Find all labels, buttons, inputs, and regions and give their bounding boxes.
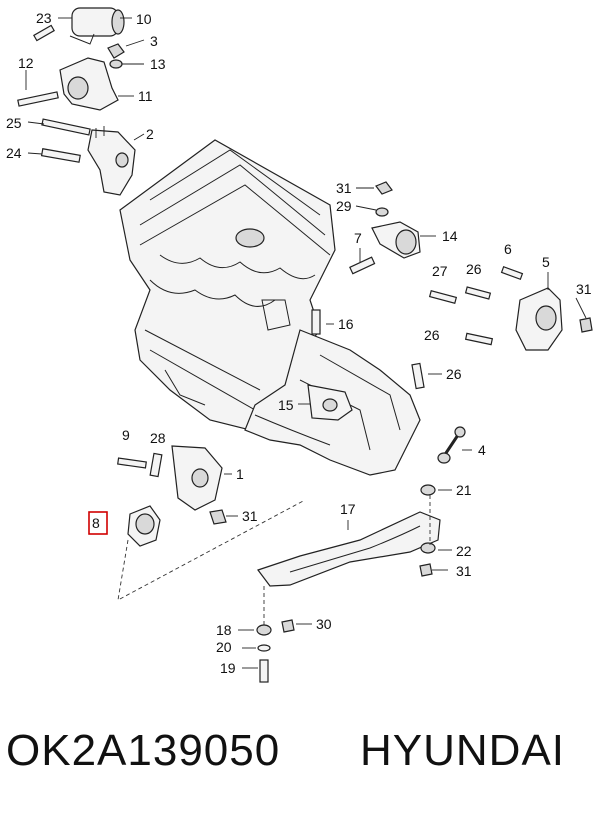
- callout-5: 5: [542, 254, 550, 270]
- callout-9: 9: [122, 427, 130, 443]
- callout-14: 14: [442, 228, 458, 244]
- callout-26-lower: 26: [446, 366, 462, 382]
- callout-21: 21: [456, 482, 472, 498]
- callout-26-upper: 26: [466, 261, 482, 277]
- top-left-mount-assembly: [17, 7, 125, 111]
- bottom-fasteners: [256, 619, 295, 683]
- callout-19: 19: [220, 660, 236, 676]
- callout-10: 10: [136, 11, 152, 27]
- callout-6: 6: [504, 241, 512, 257]
- center-bracket-assembly: [307, 309, 425, 421]
- callout-31-right: 31: [576, 281, 592, 297]
- callout-22: 22: [456, 543, 472, 559]
- callout-28: 28: [150, 430, 166, 446]
- callout-7: 7: [354, 230, 362, 246]
- part-number: OK2A139050: [6, 726, 281, 775]
- engine-mount-exploded-diagram: 23 10 3 12 13 11 25 2 24 31 29 7 14 27 2…: [6, 7, 593, 683]
- part-8-highlight-box: [88, 511, 108, 535]
- lower-left-mount-assembly: [117, 445, 227, 525]
- callout-20: 20: [216, 639, 232, 655]
- callout-26-middle: 26: [424, 327, 440, 343]
- engine-block: [119, 139, 421, 476]
- callout-11: 11: [138, 88, 153, 104]
- callout-4: 4: [478, 442, 486, 458]
- callout-31-lower-left: 31: [242, 508, 258, 524]
- crossmember: [257, 484, 441, 625]
- callout-29: 29: [336, 198, 352, 214]
- leader-lines: [25, 17, 587, 669]
- callout-labels: 23 10 3 12 13 11 25 2 24 31 29 7 14 27 2…: [6, 10, 592, 676]
- callout-15: 15: [278, 397, 294, 413]
- callout-2: 2: [146, 126, 154, 142]
- callout-27: 27: [432, 263, 448, 279]
- callout-31-bottom: 31: [456, 563, 472, 579]
- callout-25: 25: [6, 115, 22, 131]
- right-rear-mount-assembly: [428, 265, 593, 351]
- callout-3: 3: [150, 33, 158, 49]
- brand-name: HYUNDAI: [360, 726, 566, 775]
- callout-23: 23: [36, 10, 52, 26]
- footer-caption: OK2A139050 HYUNDAI: [0, 726, 600, 796]
- part-8-mount-insulator: [117, 499, 306, 601]
- callout-31-top: 31: [336, 180, 352, 196]
- callout-1: 1: [236, 466, 244, 482]
- torque-rod: [437, 426, 466, 464]
- callout-12: 12: [18, 55, 34, 71]
- callout-13: 13: [150, 56, 166, 72]
- callout-17: 17: [340, 501, 356, 517]
- callout-16: 16: [338, 316, 354, 332]
- callout-30: 30: [316, 616, 332, 632]
- callout-8: 8: [92, 515, 100, 531]
- callout-18: 18: [216, 622, 232, 638]
- callout-24: 24: [6, 145, 22, 161]
- left-bracket-assembly: [40, 118, 136, 196]
- right-upper-mount-assembly: [349, 181, 421, 275]
